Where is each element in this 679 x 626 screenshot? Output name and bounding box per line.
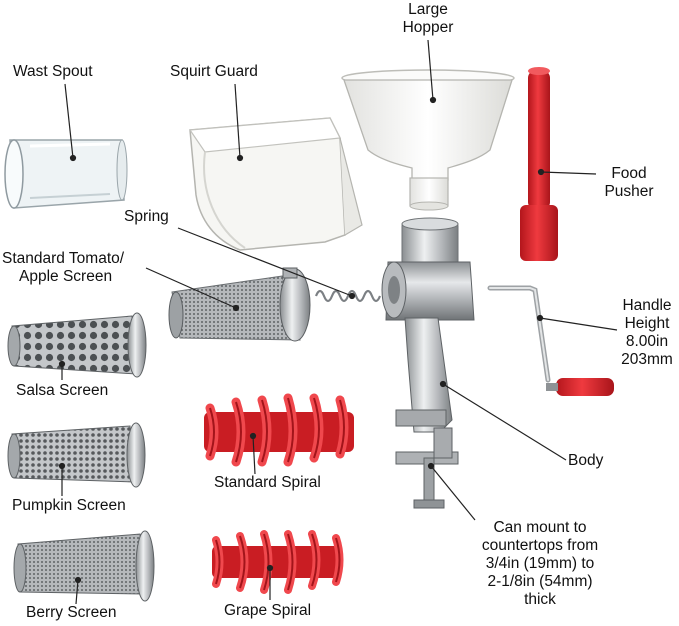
mount-info-line4: 2-1/8in (54mm) xyxy=(487,573,593,590)
handle-height-label-line1: Handle xyxy=(622,297,672,314)
grape-spiral-label: Grape Spiral xyxy=(224,602,312,619)
berry-screen-part xyxy=(13,530,155,602)
salsa-screen-label: Salsa Screen xyxy=(16,382,109,399)
mount-info-label: Can mount to countertops from 3/4in (19m… xyxy=(462,519,618,609)
spring-part xyxy=(314,289,382,303)
standard-spiral-part xyxy=(204,393,354,467)
leader-lines xyxy=(58,39,618,605)
standard-screen-part xyxy=(168,267,311,342)
large-hopper-label-line2: Hopper xyxy=(402,19,454,36)
squirt-guard-label: Squirt Guard xyxy=(170,63,258,80)
strainer-body-part xyxy=(381,217,475,509)
wast-spout-label: Wast Spout xyxy=(13,63,93,80)
handle-height-label-line4: 203mm xyxy=(621,351,673,368)
salsa-screen-part xyxy=(7,312,147,378)
food-pusher-part xyxy=(520,67,558,261)
grape-spiral-part xyxy=(212,530,344,594)
squirt-guard-part xyxy=(188,117,363,251)
mount-info-line2: countertops from xyxy=(481,537,599,554)
pumpkin-screen-label: Pumpkin Screen xyxy=(12,497,126,514)
standard-screen-label-line2: Apple Screen xyxy=(19,268,113,285)
spring-label: Spring xyxy=(124,208,169,225)
handle-height-label-line2: Height xyxy=(624,315,670,332)
large-hopper-label-line1: Large xyxy=(408,1,448,18)
food-pusher-label-line1: Food xyxy=(611,165,647,182)
large-hopper-part xyxy=(341,69,515,211)
large-hopper-label: Large Hopper xyxy=(390,1,466,37)
mount-info-line3: 3/4in (19mm) to xyxy=(485,555,595,572)
food-pusher-label: Food Pusher xyxy=(596,165,662,201)
pumpkin-screen-part xyxy=(7,422,146,488)
standard-screen-label-line1: Standard Tomato/ xyxy=(2,250,125,267)
waste-spout-part xyxy=(4,139,128,209)
crank-handle-part xyxy=(487,285,614,396)
handle-height-label: Handle Height 8.00in 203mm xyxy=(614,297,679,369)
mount-info-line5: thick xyxy=(524,591,556,608)
standard-spiral-label: Standard Spiral xyxy=(214,474,321,491)
berry-screen-label: Berry Screen xyxy=(26,604,117,621)
body-label: Body xyxy=(568,452,604,469)
mount-info-line1: Can mount to xyxy=(493,519,587,536)
standard-screen-label: Standard Tomato/ Apple Screen xyxy=(2,250,124,286)
handle-height-label-line3: 8.00in xyxy=(625,333,669,350)
food-pusher-label-line2: Pusher xyxy=(604,183,654,200)
